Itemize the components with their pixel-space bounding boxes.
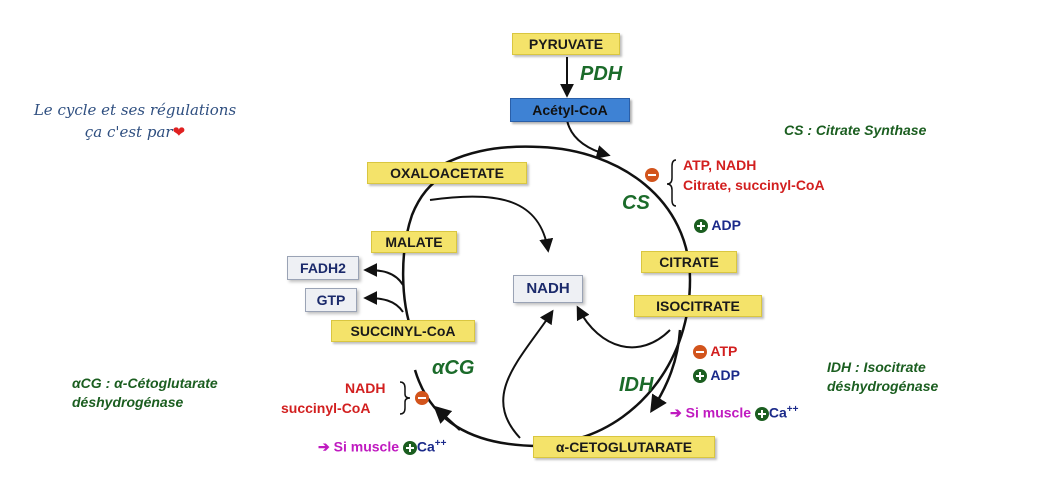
note-acg-line-1: αCG : α-Cétoglutarate [72,375,218,391]
plus-icon [693,369,707,384]
succinyl-coa-box: SUCCINYL-CoA [331,320,475,342]
arrow-idh-step [650,329,682,413]
enzyme-acg: αCG [432,357,475,379]
cycle-arc-left [401,173,446,336]
fadh2-box: FADH2 [287,256,359,280]
minus-icon [645,168,659,182]
isocitrate-box: ISOCITRATE [634,295,762,317]
plus-icon [694,219,708,234]
heart-icon: ❤ [172,123,186,141]
pyruvate-box: PYRUVATE [512,33,620,55]
right-arrow-icon: ➔ [318,438,330,455]
arrow-acetyl-into-cycle [566,119,611,159]
idh-muscle-ion: Ca [768,404,787,421]
arrow-to-gtp [363,291,404,313]
arrow-malate-to-nadh [429,195,554,253]
plus-icon [754,406,769,421]
acg-muscle-calcium: ➔ Si muscle Ca++ [318,438,446,456]
cycle-arc-bottom-left [413,369,541,448]
cs-inhibitors-line-1: ATP, NADH [683,157,757,173]
citrate-box: CITRATE [641,251,737,273]
right-arrow-icon: ➔ [670,404,682,421]
gtp-box: GTP [305,288,357,312]
idh-muscle-calcium: ➔ Si muscle Ca++ [670,404,798,422]
acg-inhibitor-line-1: NADH [345,380,386,396]
arrow-akg-to-nadh [502,309,554,439]
bracket-acg [399,381,411,415]
cs-inhibitors-line-2: Citrate, succinyl-CoA [683,177,825,193]
acg-muscle-prefix: Si muscle [333,438,399,455]
idh-muscle-charge: ++ [786,404,799,415]
idh-inhibitor: ATP [693,343,738,360]
plus-icon [402,440,417,455]
acetyl-coa-box: Acétyl-CoA [510,98,630,122]
note-cs: CS : Citrate Synthase [784,122,927,138]
acg-muscle-ion: Ca [416,438,435,455]
note-acg-line-2: déshydrogénase [72,394,184,410]
intro-line-1: Le cycle et ses régulations [33,101,237,119]
bracket-cs [666,159,677,207]
enzyme-cs: CS [622,192,650,214]
cs-activator: ADP [694,217,741,234]
cycle-arc-right [539,145,692,440]
malate-box: MALATE [371,231,457,253]
note-idh-line-1: IDH : Isocitrate [827,359,926,375]
idh-activator: ADP [693,367,740,384]
minus-icon [693,345,707,360]
nadh-center-box: NADH [513,275,583,303]
oxaloacetate-box: OXALOACETATE [367,162,527,184]
arrow-to-fadh2 [363,263,404,286]
arrow-akg-to-succinyl [433,405,461,431]
enzyme-idh: IDH [619,374,654,396]
idh-inhibitor-label: ATP [710,343,738,359]
acg-inhibitor-line-2: succinyl-CoA [281,400,371,416]
intro-line-2-text: ça c'est par [84,123,173,141]
idh-activator-label: ADP [710,367,740,383]
intro-line-2: ça c'est par❤ [0,121,270,143]
arrow-isocitrate-to-nadh [576,305,671,349]
cs-activator-label: ADP [711,217,741,233]
idh-muscle-prefix: Si muscle [685,404,751,421]
enzyme-pdh: PDH [580,63,623,85]
acg-muscle-charge: ++ [434,438,447,449]
minus-icon [415,391,429,405]
alpha-ketoglutarate-box: α-CETOGLUTARATE [533,436,715,458]
note-idh-line-2: déshydrogénase [827,378,939,394]
